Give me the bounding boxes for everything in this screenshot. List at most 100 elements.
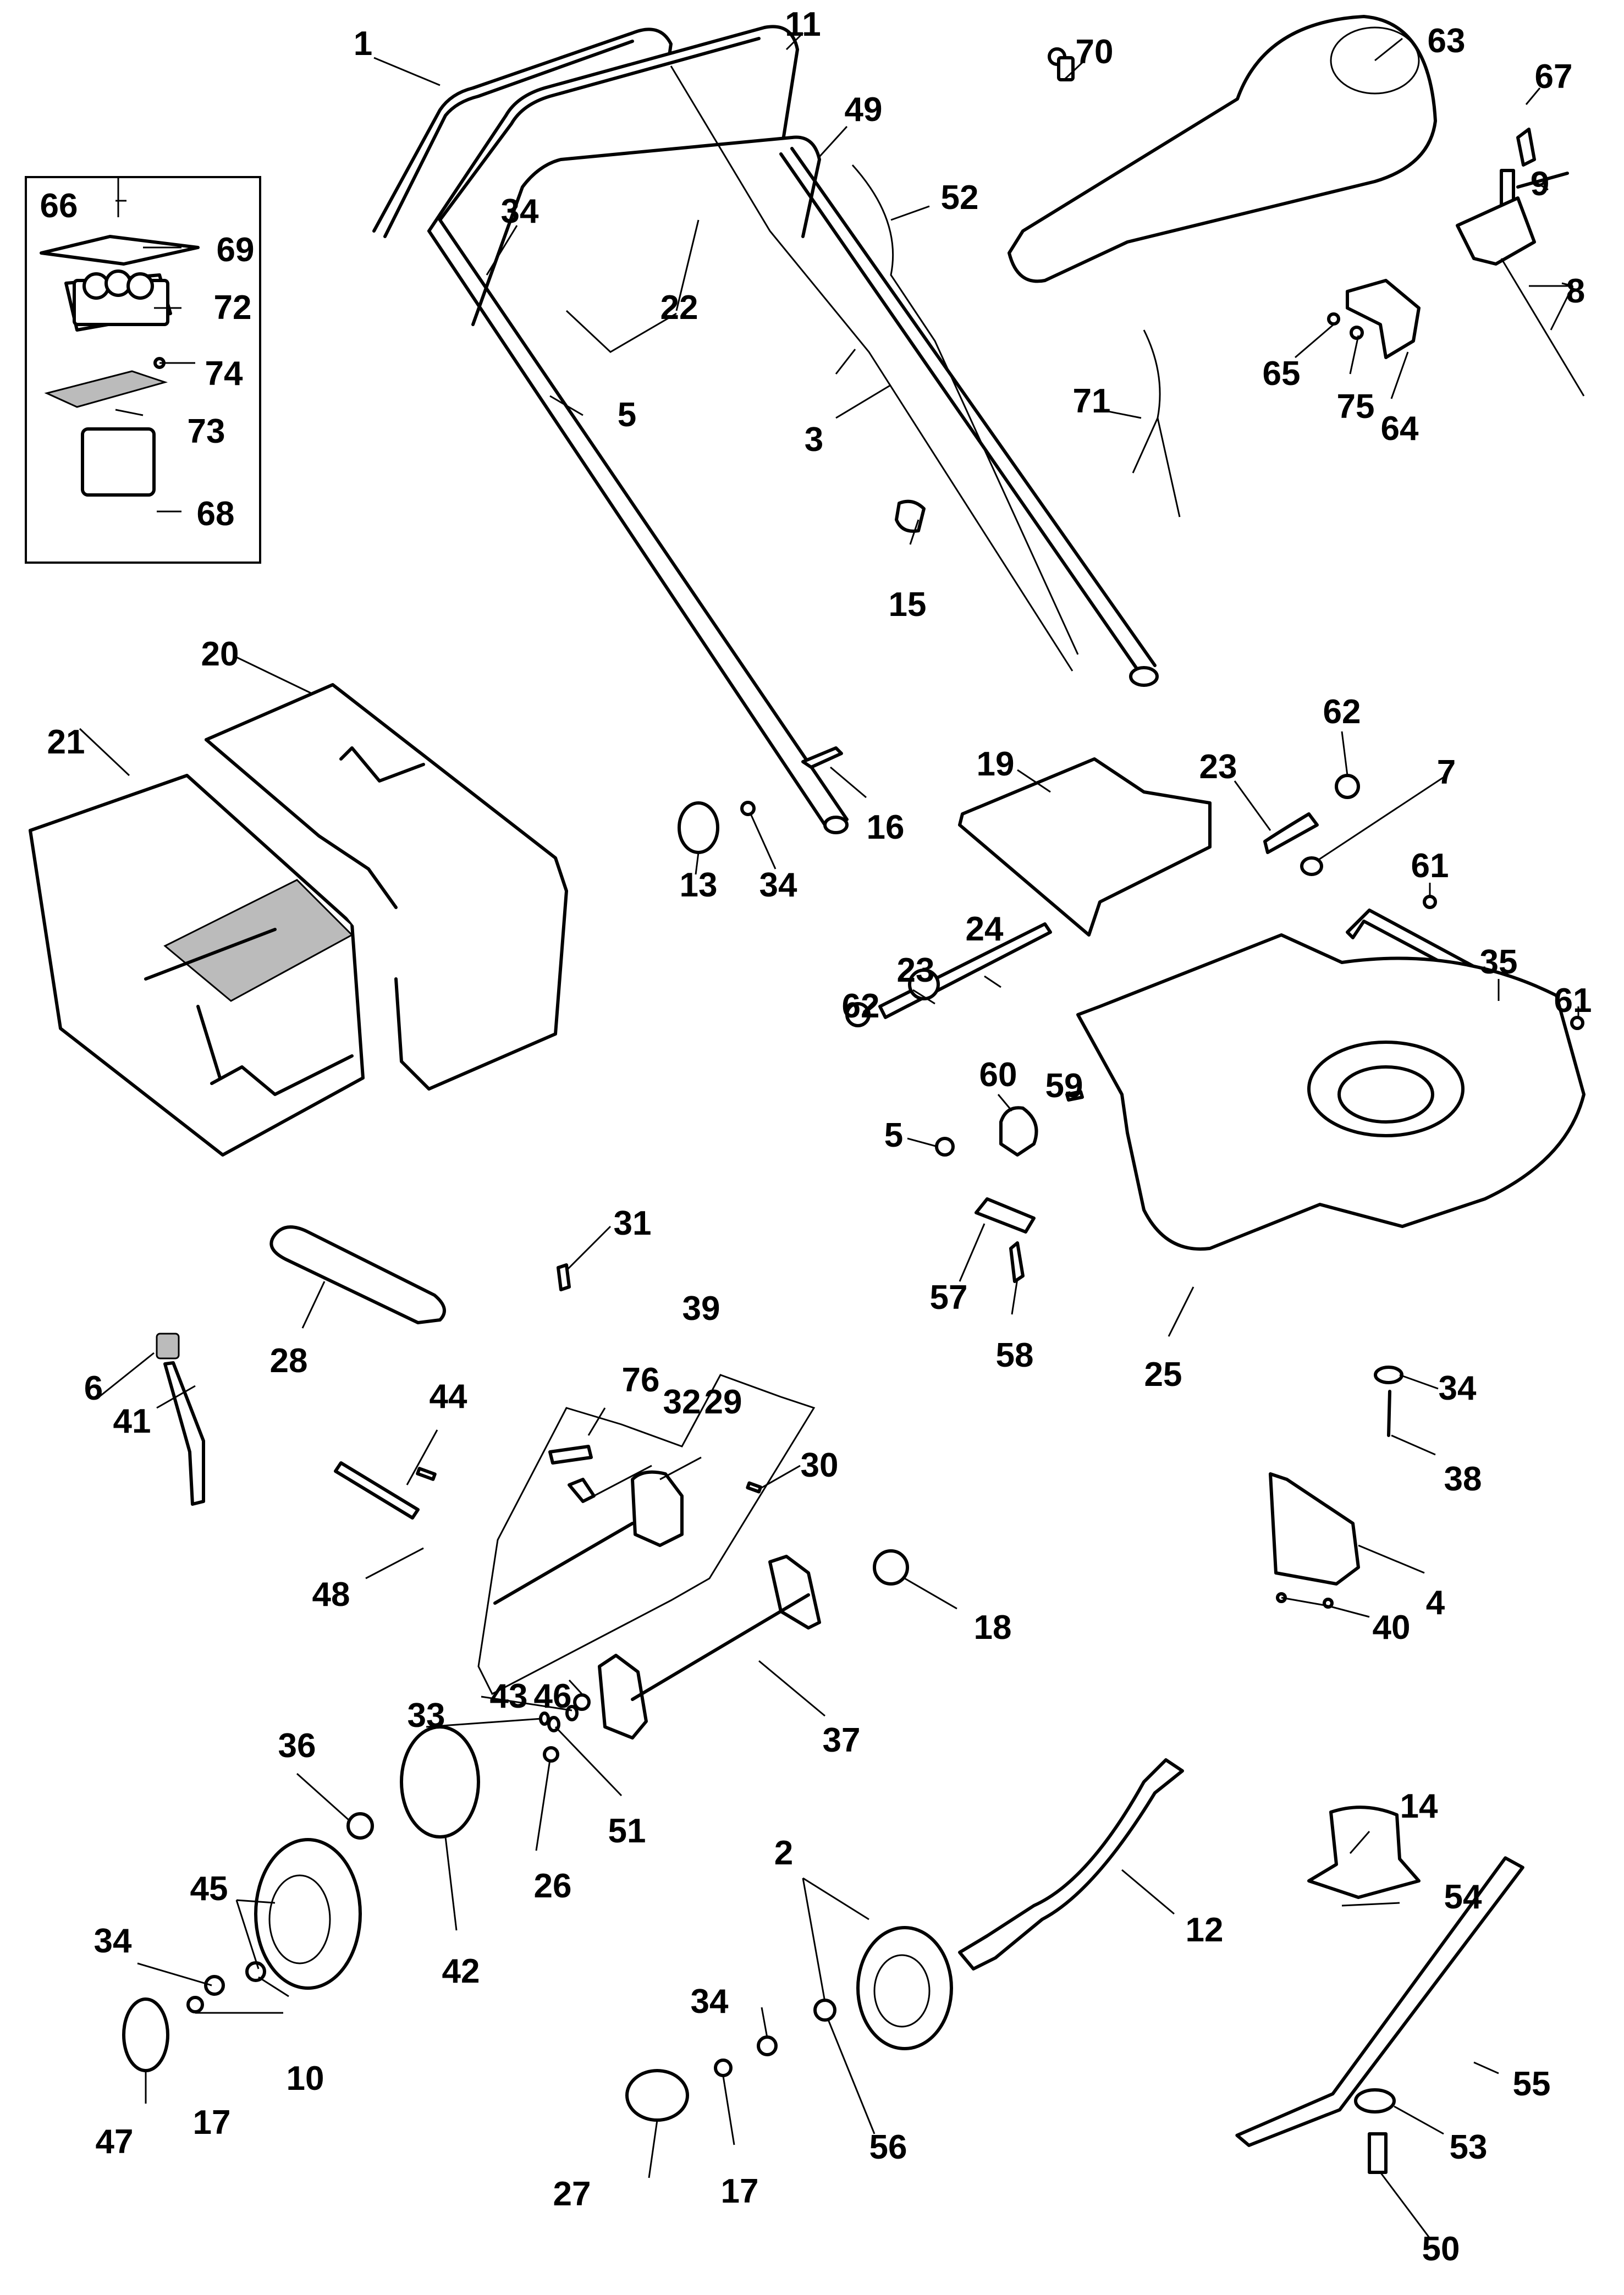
part-label-6: 6 [84, 1369, 103, 1407]
part-label-71: 71 [1072, 382, 1111, 420]
part-label-49: 49 [844, 91, 883, 129]
part-label-20: 20 [201, 635, 239, 673]
bag-frame-drawing [205, 683, 568, 1091]
blade-drawing [1235, 1856, 1524, 2147]
part-label-47: 47 [95, 2123, 134, 2161]
engine-cover-drawing [1008, 15, 1437, 283]
part-label-22: 22 [660, 289, 698, 327]
part-label-74: 74 [205, 355, 243, 393]
part-label-50: 50 [1422, 2230, 1460, 2268]
throttle-control-drawing [1456, 128, 1585, 397]
part-label-61: 61 [1554, 982, 1592, 1020]
part-label-9: 9 [1530, 165, 1550, 203]
part-label-75: 75 [1336, 388, 1375, 426]
part-label-63: 63 [1427, 22, 1466, 60]
spring-drawing [1263, 812, 1319, 854]
part-label-17: 17 [192, 2104, 231, 2142]
part-label-59: 59 [1045, 1067, 1083, 1105]
leader-lines [79, 32, 1579, 2239]
part-label-52: 52 [940, 179, 979, 217]
part-label-38: 38 [1444, 1460, 1482, 1498]
part-label-16: 16 [866, 808, 905, 846]
part-label-56: 56 [869, 2128, 907, 2166]
grass-bag-drawing [29, 774, 365, 1157]
part-label-35: 35 [1479, 943, 1518, 981]
part-label-24: 24 [965, 910, 1004, 948]
part-label-21: 21 [47, 723, 85, 761]
drive-belt-drawing [269, 1225, 446, 1324]
part-label-3: 3 [804, 421, 824, 459]
part-label-34: 34 [500, 192, 539, 230]
part-label-5: 5 [884, 1116, 904, 1154]
blade-adapter-drawing [1307, 1806, 1421, 1899]
part-label-66: 66 [40, 187, 78, 225]
part-label-62: 62 [1323, 693, 1361, 731]
part-label-34: 34 [1438, 1369, 1477, 1407]
part-label-54: 54 [1444, 1878, 1482, 1916]
part-label-1: 1 [353, 25, 373, 63]
part-label-44: 44 [429, 1378, 467, 1416]
part-label-62: 62 [841, 987, 880, 1025]
part-label-69: 69 [216, 231, 255, 269]
rear-flap-drawing [958, 757, 1212, 937]
part-label-37: 37 [822, 1721, 861, 1759]
part-label-10: 10 [286, 2060, 324, 2098]
part-label-33: 33 [407, 1697, 445, 1735]
part-label-76: 76 [621, 1361, 660, 1399]
part-label-31: 31 [613, 1204, 652, 1242]
part-label-12: 12 [1185, 1911, 1224, 1949]
hub-cap-drawing [400, 1725, 480, 1839]
part-label-11: 11 [785, 5, 821, 43]
part-label-14: 14 [1400, 1787, 1438, 1825]
battery-kit-inset [25, 176, 261, 564]
part-label-48: 48 [312, 1576, 350, 1614]
part-label-34: 34 [759, 866, 797, 904]
part-label-40: 40 [1372, 1609, 1411, 1647]
part-label-39: 39 [682, 1290, 720, 1328]
deck-drawing [1076, 933, 1586, 1251]
part-label-51: 51 [608, 1812, 646, 1850]
part-label-13: 13 [679, 866, 718, 904]
part-label-26: 26 [533, 1867, 572, 1905]
part-label-43: 43 [489, 1677, 528, 1715]
height-adjuster-drawing [999, 1106, 1038, 1157]
part-label-19: 19 [976, 745, 1015, 783]
part-label-34: 34 [690, 1983, 729, 2021]
part-label-28: 28 [269, 1342, 308, 1380]
part-label-36: 36 [278, 1727, 316, 1765]
part-label-45: 45 [190, 1870, 228, 1908]
part-label-2: 2 [774, 1834, 794, 1872]
part-label-68: 68 [196, 495, 235, 533]
part-label-55: 55 [1512, 2065, 1551, 2103]
front-axle-drawing [958, 1758, 1184, 1971]
wheel-cover-drawing [122, 1997, 169, 2072]
part-label-18: 18 [973, 1609, 1012, 1647]
part-label-41: 41 [113, 1402, 151, 1440]
part-label-61: 61 [1411, 847, 1449, 885]
part-label-32: 32 [663, 1383, 701, 1421]
upper-handle-drawing [372, 25, 1159, 834]
part-label-7: 7 [1436, 753, 1456, 791]
bracket-drawing [1346, 279, 1421, 359]
part-label-67: 67 [1534, 58, 1573, 96]
part-label-60: 60 [979, 1056, 1017, 1094]
front-wheel-drawing [856, 1926, 953, 2050]
part-label-29: 29 [704, 1383, 742, 1421]
part-label-25: 25 [1144, 1356, 1182, 1394]
part-label-27: 27 [553, 2175, 591, 2213]
handle-knob-drawing [678, 801, 719, 854]
part-label-23: 23 [896, 951, 935, 989]
rear-wheel-drawing [254, 1838, 362, 1990]
part-label-17: 17 [720, 2172, 759, 2210]
part-label-46: 46 [533, 1677, 572, 1715]
part-label-15: 15 [888, 586, 927, 624]
part-label-42: 42 [442, 1952, 480, 1990]
gearbox-assembly-bracket [477, 1374, 816, 1696]
part-label-34: 34 [93, 1922, 132, 1960]
pinion-gear-drawing [346, 1812, 374, 1840]
gearbox-drawing [631, 1470, 684, 1547]
inset-parts-drawing [40, 176, 200, 497]
mulch-plug-drawing [1269, 1472, 1360, 1586]
